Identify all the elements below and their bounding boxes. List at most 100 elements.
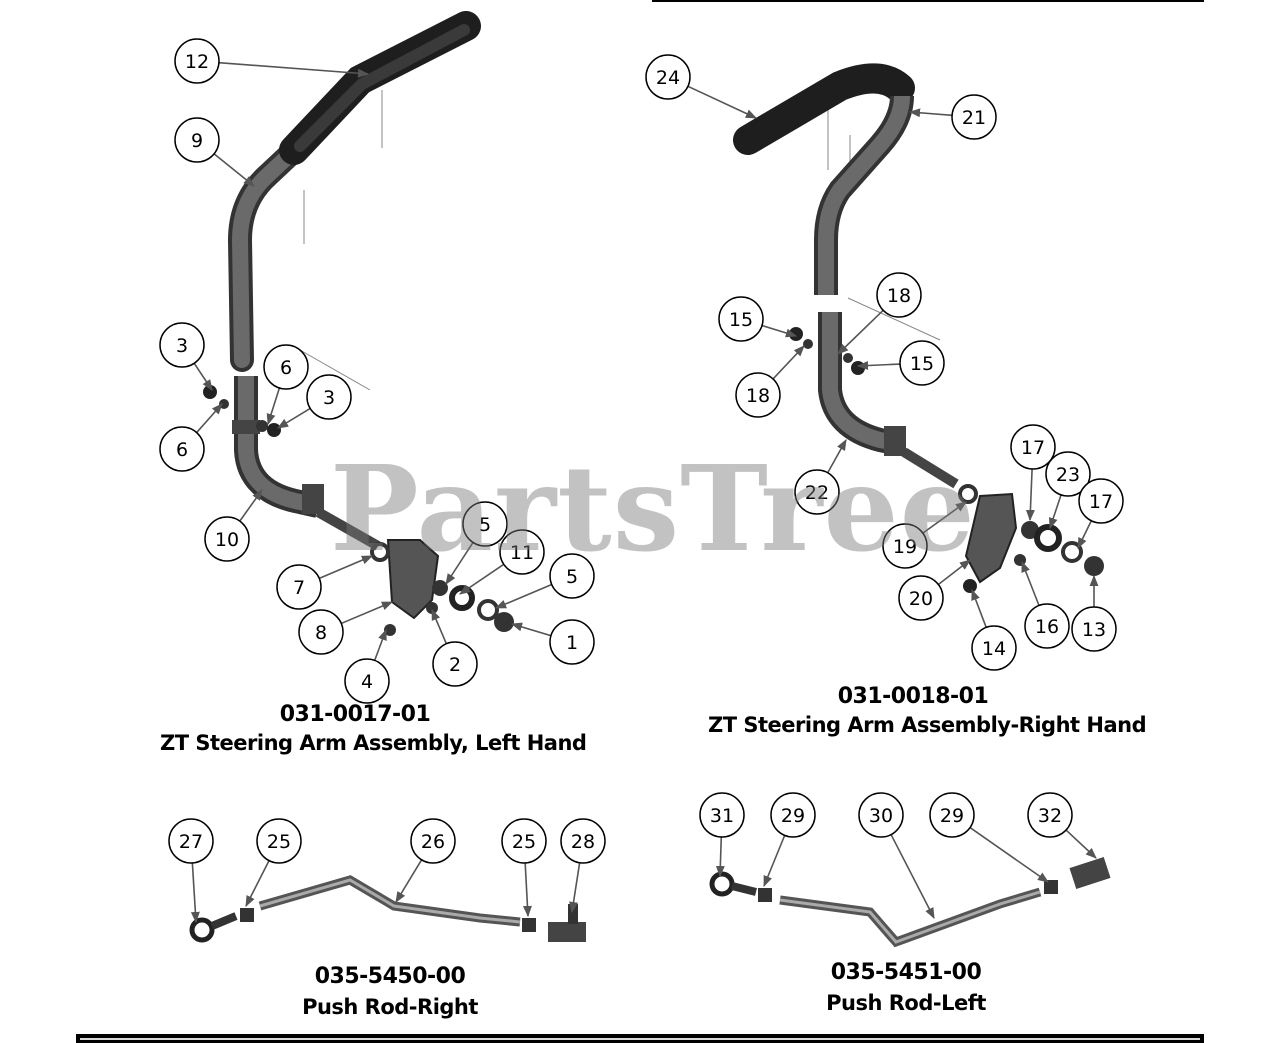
part-number: 035-5450-00: [314, 964, 466, 989]
callout-leader: [761, 324, 798, 338]
push-rod-left-illustration: [709, 856, 1111, 948]
callout-leader: [1065, 829, 1097, 859]
callout-circle: [298, 609, 344, 655]
callout-leader: [445, 542, 474, 585]
callout-leader: [213, 153, 255, 187]
push-rod-right-illustration: [189, 875, 586, 943]
callout-number: 4: [361, 671, 373, 693]
callout-number: 25: [512, 831, 536, 853]
callout-circle: [858, 792, 904, 838]
callout-circle: [462, 501, 508, 547]
callout-7: 7: [276, 555, 374, 610]
callout-20: 20: [898, 559, 971, 621]
callout-circle: [899, 340, 945, 386]
part-description: Push Rod-Left: [826, 991, 986, 1015]
callout-leader: [837, 309, 884, 355]
callout-circle: [168, 818, 214, 864]
callout-26: 26: [395, 818, 456, 903]
caption-push-rod-right: 035-5450-00 Push Rod-Right: [260, 964, 520, 1019]
callout-number: 8: [315, 622, 327, 644]
callout-leader: [494, 583, 553, 609]
callout-circle: [929, 792, 975, 838]
callout-leader: [318, 555, 374, 580]
callout-circle: [501, 818, 547, 864]
callout-circle: [1071, 606, 1117, 652]
callout-leader: [922, 501, 967, 534]
bottom-panel-edge: [80, 1038, 1200, 1040]
callout-6: 6: [159, 403, 223, 472]
right-steering-arm-illustration: [733, 63, 1104, 593]
callout-leader: [340, 601, 394, 625]
callout-circle: [263, 344, 309, 390]
callout-circle: [699, 792, 745, 838]
callout-number: 3: [323, 387, 335, 409]
callout-25: 25: [501, 818, 547, 918]
callout-leader: [687, 85, 758, 119]
callout-circle: [1024, 603, 1070, 649]
callout-number: 16: [1035, 616, 1059, 638]
callout-number: 21: [962, 107, 986, 129]
callout-leader: [1025, 468, 1035, 522]
callout-circle: [432, 641, 478, 687]
callout-circle: [174, 38, 220, 84]
callout-number: 6: [280, 357, 292, 379]
callout-leader: [395, 859, 423, 903]
callout-leader: [1021, 560, 1040, 606]
watermark-text: PartsTree: [330, 439, 976, 578]
callout-circle: [898, 575, 944, 621]
callout-number: 30: [869, 805, 893, 827]
callout-circle: [549, 619, 595, 665]
callout-21: 21: [908, 94, 997, 140]
callout-leader: [969, 826, 1049, 883]
callout-leader: [218, 61, 370, 78]
callout-leader: [890, 834, 935, 919]
callout-29: 29: [763, 792, 816, 888]
callout-leader: [763, 835, 786, 888]
callout-24: 24: [645, 54, 758, 119]
callout-number: 1: [566, 632, 578, 654]
callout-number: 18: [746, 385, 770, 407]
callout-circle: [735, 372, 781, 418]
callout-number: 27: [179, 831, 203, 853]
callout-number: 2: [449, 654, 461, 676]
callout-leader: [908, 108, 953, 118]
callout-22: 22: [794, 439, 847, 515]
caption-right-hand-assembly: 031-0018-01 ZT Steering Arm Assembly-Rig…: [708, 684, 1147, 737]
callout-number: 7: [293, 577, 305, 599]
callout-number: 28: [571, 831, 595, 853]
callout-circle: [174, 117, 220, 163]
callout-leader: [522, 862, 532, 918]
callout-number: 29: [781, 805, 805, 827]
callout-leader: [196, 403, 223, 434]
callout-leader: [1077, 520, 1093, 550]
callout-4: 4: [344, 628, 390, 704]
callout-circle: [1027, 792, 1073, 838]
callout-number: 29: [940, 805, 964, 827]
callout-13: 13: [1071, 574, 1117, 652]
callout-circle: [794, 469, 840, 515]
callout-number: 15: [729, 309, 753, 331]
callout-leader: [277, 407, 311, 429]
callout-30: 30: [858, 792, 935, 919]
callout-number: 5: [566, 566, 578, 588]
callout-circle: [1045, 451, 1091, 497]
callout-31: 31: [699, 792, 745, 878]
callout-leader: [459, 563, 505, 595]
callout-circle: [159, 322, 205, 368]
callout-32: 32: [1027, 792, 1097, 859]
callout-17: 17: [1010, 424, 1056, 522]
callout-10: 10: [204, 489, 263, 562]
callout-11: 11: [459, 529, 545, 595]
callout-number: 3: [176, 335, 188, 357]
callout-leader: [266, 387, 281, 426]
callout-circle: [344, 658, 390, 704]
callout-28: 28: [560, 818, 606, 914]
callout-circle: [306, 374, 352, 420]
callout-leader: [715, 836, 725, 878]
callout-12: 12: [174, 38, 370, 84]
callout-19: 19: [882, 501, 967, 569]
callout-5: 5: [445, 501, 508, 585]
callout-circle: [499, 529, 545, 575]
